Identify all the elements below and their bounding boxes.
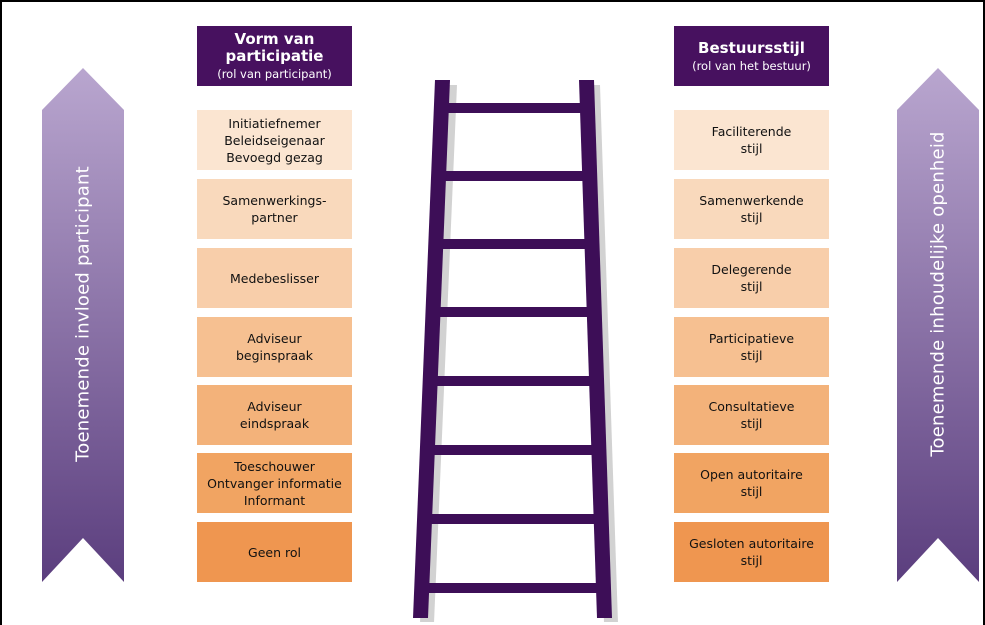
left-item: Medebeslisser [197, 248, 352, 308]
right-column-header: Bestuursstijl (rol van het bestuur) [674, 26, 829, 86]
ladder-left-rail [413, 80, 450, 618]
left-item-label: Geen rol [248, 544, 301, 560]
right-item: Delegerende stijl [674, 248, 829, 308]
left-item-label: Adviseur beginspraak [235, 331, 314, 363]
right-item-label: Samenwerkende stijl [699, 193, 804, 225]
left-item: Toeschouwer Ontvanger informatie Informa… [197, 453, 352, 513]
ladder-rung [428, 445, 603, 455]
right-item-label: Delegerende stijl [711, 262, 792, 294]
left-item-label: Adviseur eindspraak [239, 399, 310, 431]
left-item-label: Samenwerkings- partner [222, 193, 327, 225]
left-header-subtitle: (rol van participant) [217, 67, 332, 81]
ladder-rung [442, 103, 590, 113]
left-item: Adviseur eindspraak [197, 385, 352, 445]
left-header-title: Vorm van participatie [225, 30, 324, 65]
right-item-label: Consultatieve stijl [708, 399, 795, 431]
left-upward-arrow [42, 68, 124, 582]
ladder-rungs [422, 103, 609, 593]
left-item: Initiatiefnemer Beleidseigenaar Bevoegd … [197, 110, 352, 170]
ladder-rung [437, 239, 595, 249]
right-header-subtitle: (rol van het bestuur) [692, 58, 811, 73]
ladder-rung [434, 307, 597, 317]
ladder-rung [431, 376, 600, 386]
right-item: Participatieve stijl [674, 317, 829, 377]
left-item: Adviseur beginspraak [197, 317, 352, 377]
left-item-label: Medebeslisser [229, 270, 320, 286]
left-item-label: Initiatiefnemer Beleidseigenaar Bevoegd … [224, 115, 325, 165]
ladder-rung [422, 583, 609, 593]
right-item: Open autoritaire stijl [674, 453, 829, 513]
left-item-label: Toeschouwer Ontvanger informatie Informa… [207, 458, 342, 508]
right-item-label: Gesloten autoritaire stijl [689, 536, 814, 568]
left-item: Geen rol [197, 522, 352, 582]
ladder-right-rail [579, 80, 612, 618]
right-item: Gesloten autoritaire stijl [674, 522, 829, 582]
right-item-label: Open autoritaire stijl [700, 467, 803, 499]
right-item: Samenwerkende stijl [674, 179, 829, 239]
right-header-title: Bestuursstijl [698, 38, 805, 57]
right-item-label: Participatieve stijl [708, 331, 795, 363]
right-item: Faciliterende stijl [674, 110, 829, 170]
right-upward-arrow [897, 68, 979, 582]
left-arrow-label: Toenemende invloed participant [72, 166, 94, 462]
ladder [413, 80, 618, 622]
right-arrow-label: Toenemende inhoudelijke openheid [927, 131, 949, 457]
right-item-label: Faciliterende stijl [711, 124, 792, 156]
left-column-header: Vorm van participatie (rol van participa… [197, 26, 352, 86]
ladder-rung [440, 171, 592, 181]
left-item: Samenwerkings- partner [197, 179, 352, 239]
right-item: Consultatieve stijl [674, 385, 829, 445]
ladder-rung [425, 514, 606, 524]
